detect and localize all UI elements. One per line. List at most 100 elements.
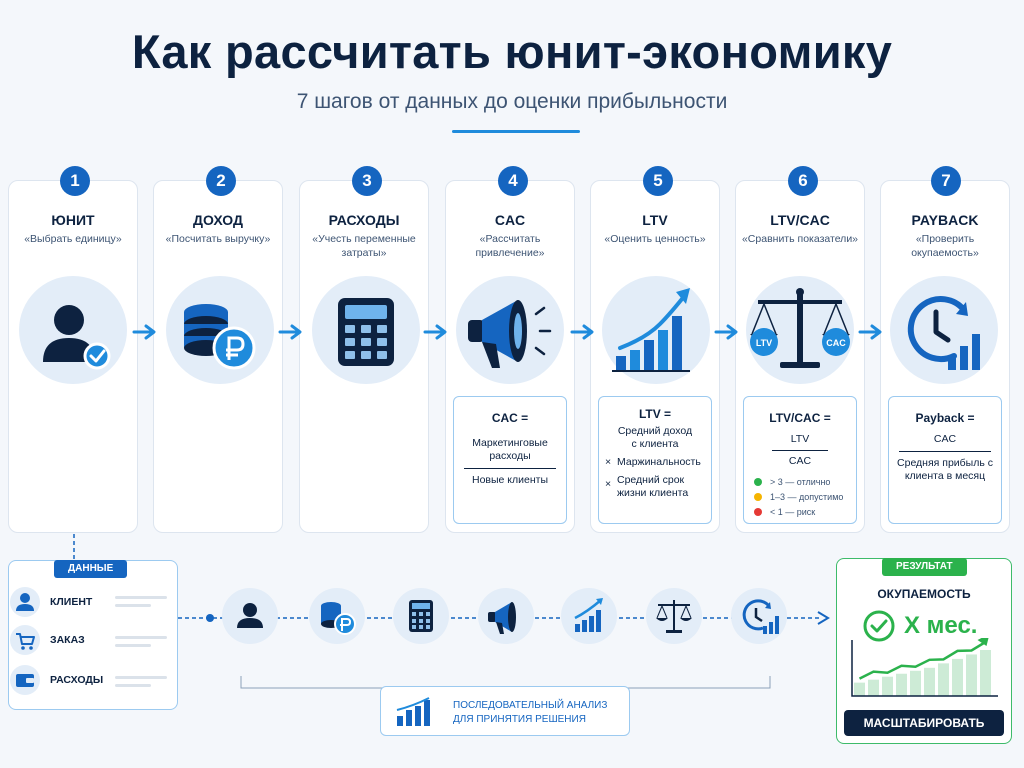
arrow-right-icon — [570, 324, 594, 340]
result-trend-line — [858, 640, 987, 680]
arrow-right-icon — [423, 324, 447, 340]
check-circle-icon — [863, 610, 895, 642]
payback-formula-box: Payback = CAC Средняя прибыль с клиента … — [888, 396, 1002, 524]
payback-formula-title: Payback = — [915, 411, 975, 425]
mini-growth-icon — [561, 588, 617, 644]
data-item-client: КЛИЕНТ — [10, 587, 92, 617]
chart-axis — [851, 640, 998, 697]
growth-chart-icon — [602, 276, 710, 384]
mini-coins-icon — [309, 588, 365, 644]
ltv-line3: Средний срок жизни клиента — [617, 474, 689, 499]
ratio-formula-title: LTV/CAC = — [769, 411, 831, 425]
user-icon — [16, 593, 34, 611]
bar-growth-icon — [396, 697, 430, 726]
step-sub-3: «Учесть переменные затраты» — [312, 233, 416, 259]
mini-scales-icon — [646, 588, 702, 644]
fraction-line — [464, 468, 556, 469]
result-bar — [952, 658, 963, 696]
step-title-2: ДОХОД — [193, 212, 243, 228]
ltv-line1: Средний доход с клиента — [617, 425, 693, 450]
step-sub-6: «Сравнить показатели» — [741, 233, 859, 245]
analysis-box: ПОСЛЕДОВАТЕЛЬНЫЙ АНАЛИЗ ДЛЯ ПРИНЯТИЯ РЕШ… — [380, 686, 630, 736]
placeholder-line — [115, 644, 151, 647]
coins-ruble-icon — [166, 276, 274, 384]
arrow-right-icon — [858, 324, 882, 340]
scale-right-label: CAC — [826, 338, 846, 348]
data-item-expenses: РАСХОДЫ — [10, 665, 103, 695]
mini-megaphone-icon — [478, 588, 534, 644]
ratio-numerator: LTV — [790, 433, 810, 445]
fraction-line — [899, 451, 991, 452]
ratio-denominator: CAC — [788, 455, 812, 467]
result-bar — [882, 676, 893, 696]
step-sub-7: «Проверить окупаемость» — [911, 233, 979, 259]
cac-numerator: Маркетинговые расходы — [472, 437, 548, 462]
multiply-sign: × — [605, 456, 612, 468]
mini-user-icon — [222, 588, 278, 644]
placeholder-line — [115, 604, 151, 607]
step-badge-7: 7 — [931, 166, 961, 196]
data-item-order: ЗАКАЗ — [10, 625, 85, 655]
result-bar — [966, 654, 977, 696]
data-tag: ДАННЫЕ — [54, 560, 128, 578]
step-badge-1: 1 — [60, 166, 90, 196]
result-tag: РЕЗУЛЬТАТ — [882, 558, 967, 576]
scales-icon: LTV CAC — [746, 276, 854, 384]
result-bar — [980, 650, 991, 696]
step-sub-4: «Рассчитать привлечение» — [475, 233, 545, 259]
page-title: Как рассчитать юнит-экономику — [131, 25, 893, 78]
cart-icon — [16, 633, 35, 650]
result-heading: ОКУПАЕМОСТЬ — [877, 587, 971, 601]
analysis-text: ПОСЛЕДОВАТЕЛЬНЫЙ АНАЛИЗ ДЛЯ ПРИНЯТИЯ РЕШ… — [453, 700, 608, 725]
step-title-4: CAC — [494, 212, 526, 228]
legend-ok: 1–3 — допустимо — [744, 492, 856, 502]
step-badge-2: 2 — [206, 166, 236, 196]
user-check-icon — [19, 276, 127, 384]
result-bar — [924, 667, 935, 696]
step-sub-5: «Оценить ценность» — [604, 233, 706, 245]
step-title-6: LTV/CAC — [770, 212, 830, 228]
step-badge-3: 3 — [352, 166, 382, 196]
result-bar — [854, 682, 865, 696]
result-bar — [910, 670, 921, 696]
step-badge-4: 4 — [498, 166, 528, 196]
step-sub-1: «Выбрать единицу» — [24, 233, 122, 245]
result-bar — [868, 679, 879, 696]
wallet-icon — [16, 674, 34, 687]
ltv-formula-title: LTV = — [638, 407, 672, 421]
payback-numerator: CAC — [933, 433, 957, 445]
cac-formula-box: CAC = Маркетинговые расходы Новые клиент… — [453, 396, 567, 524]
scale-button[interactable]: МАСШТАБИРОВАТЬ — [844, 710, 1004, 736]
legend-good: > 3 — отлично — [744, 477, 856, 487]
arrow-right-icon — [278, 324, 302, 340]
step-sub-2: «Посчитать выручку» — [165, 233, 271, 245]
step-title-1: ЮНИТ — [51, 212, 95, 228]
placeholder-line — [115, 684, 151, 687]
title-underline — [452, 130, 580, 133]
result-bar — [938, 663, 949, 696]
connector-line — [73, 534, 75, 560]
arrow-right-icon — [714, 324, 738, 340]
cac-formula-title: CAC = — [491, 411, 529, 425]
fraction-line — [772, 450, 828, 451]
ratio-formula-box: LTV/CAC = LTV CAC > 3 — отлично 1–3 — до… — [743, 396, 857, 524]
clock-chart-icon — [890, 276, 998, 384]
calculator-icon — [312, 276, 420, 384]
trend-arrowhead — [977, 638, 989, 646]
step-badge-6: 6 — [788, 166, 818, 196]
ltv-formula-box: LTV = Средний доход с клиента ×Маржиналь… — [598, 396, 712, 524]
arrow-right-icon — [132, 324, 156, 340]
step-title-3: РАСХОДЫ — [328, 212, 400, 228]
placeholder-line — [115, 596, 167, 599]
payback-denominator: Средняя прибыль с клиента в месяц — [897, 457, 993, 482]
placeholder-line — [115, 636, 167, 639]
megaphone-icon — [456, 276, 564, 384]
multiply-sign: × — [605, 478, 612, 490]
legend-risk: < 1 — риск — [744, 507, 856, 517]
mini-calculator-icon — [393, 588, 449, 644]
result-growth-chart — [851, 638, 998, 697]
step-badge-5: 5 — [643, 166, 673, 196]
cac-denominator: Новые клиенты — [471, 474, 548, 486]
page-subtitle: 7 шагов от данных до оценки прибыльности — [296, 90, 728, 113]
scale-left-label: LTV — [756, 338, 772, 348]
